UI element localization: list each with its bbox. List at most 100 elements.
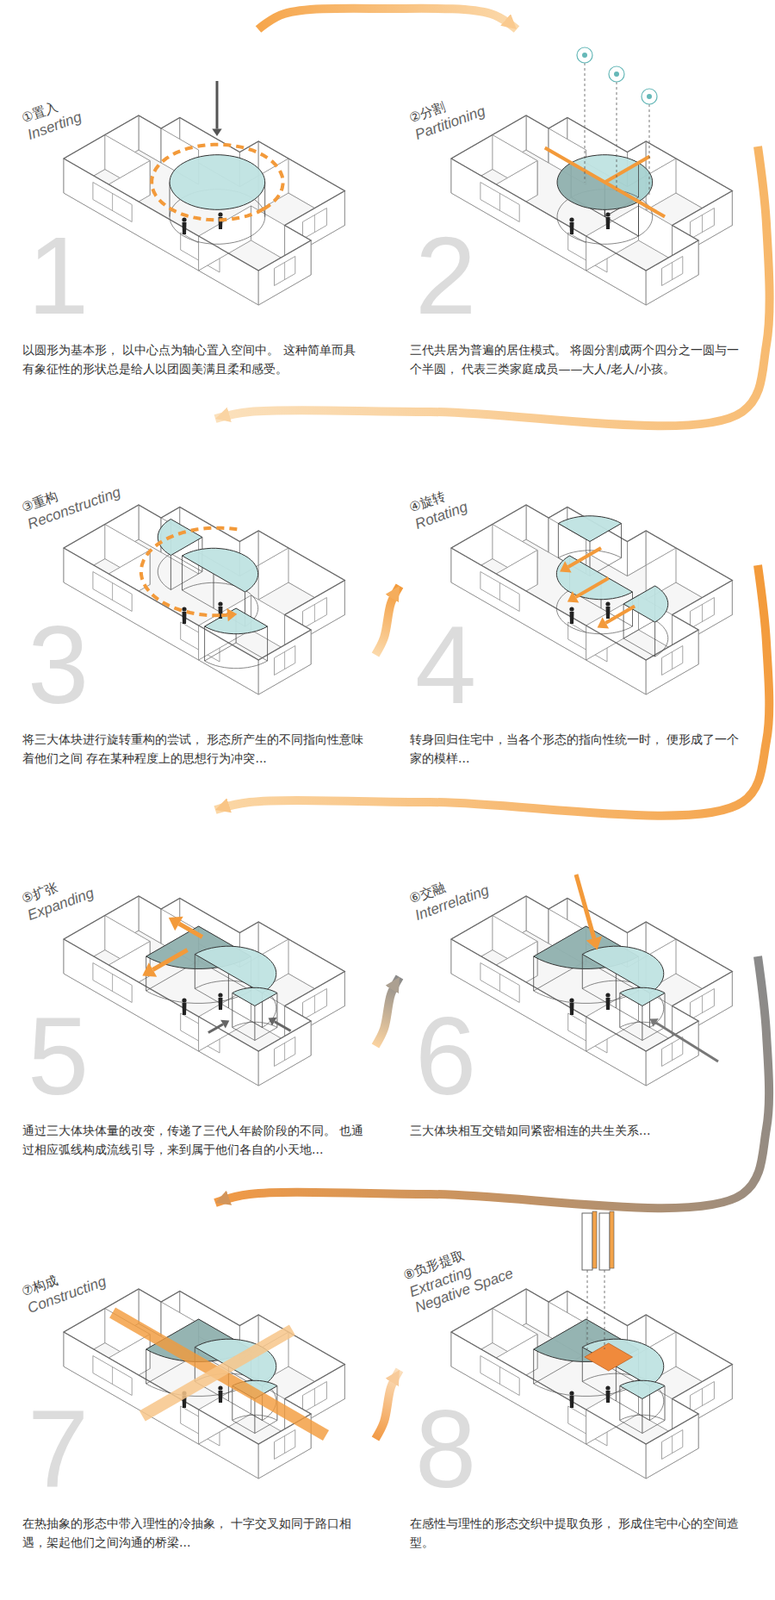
volume-edge <box>228 973 230 1008</box>
extracted-volume <box>599 1212 610 1270</box>
volume-edge <box>145 1348 147 1383</box>
extracted-volume-side <box>592 1210 597 1268</box>
shrink-arrow-head <box>220 1019 230 1029</box>
negative-space <box>584 1342 633 1371</box>
wall <box>258 1020 311 1085</box>
leader-dashed <box>649 104 651 198</box>
insert-arrow-head <box>211 129 222 137</box>
wall <box>627 530 647 577</box>
window <box>662 1429 683 1459</box>
person-figure <box>606 217 611 230</box>
person-figure <box>181 997 186 1002</box>
step-number: 6 <box>415 1000 477 1111</box>
step-caption: 通过三大体块体量的改变，传递了三代人年龄阶段的不同。 也通过相应弧线构成流线引导… <box>22 1121 366 1159</box>
volume-edge <box>231 992 233 1028</box>
person-figure <box>217 992 223 997</box>
window-mullion <box>499 582 501 601</box>
wall <box>645 240 699 305</box>
person-figure <box>218 1389 224 1402</box>
volume-top <box>157 519 203 556</box>
leader-dashed <box>584 62 586 183</box>
wall <box>451 547 646 695</box>
wall <box>645 1020 699 1085</box>
volume-top <box>204 607 268 634</box>
volume-edge <box>264 182 266 217</box>
direction-arrow <box>576 577 609 597</box>
step-number: 1 <box>27 220 89 331</box>
volume-edge <box>623 603 625 639</box>
window-mullion <box>111 193 113 211</box>
flow-ribbon <box>375 1369 400 1439</box>
step-caption: 三代共居为普遍的居住模式。 将圆分割成两个四分之一圆与一个半圆， 代表三类家庭成… <box>409 341 748 379</box>
step-panel: ③重构Reconstructing3将三大体块进行旋转重构的尝试， 形态所产生的… <box>12 418 376 794</box>
volume-edge <box>664 992 666 1028</box>
flow-ribbon <box>375 585 400 655</box>
volume-top <box>582 945 664 992</box>
person-figure <box>569 997 574 1002</box>
flow-ribbon <box>258 8 517 30</box>
volume-top <box>182 547 259 592</box>
step-title-en: Extracting Negative Space <box>407 1242 533 1316</box>
member-icon <box>641 88 658 105</box>
wall-top <box>63 895 345 1051</box>
step-heading: ③重构Reconstructing <box>19 458 145 533</box>
person-figure <box>181 606 186 611</box>
member-icon-dot <box>582 52 588 58</box>
volume-edge <box>169 182 171 217</box>
volume-edge <box>213 573 215 608</box>
person-figure <box>569 217 574 222</box>
person-figure <box>605 1384 610 1389</box>
merge-arrow <box>576 874 595 938</box>
expand-arrow-head <box>142 961 157 977</box>
window-mullion <box>314 215 316 233</box>
panel-illustration <box>451 47 732 305</box>
wall <box>258 547 289 600</box>
wall <box>198 205 252 271</box>
volume-edge <box>533 955 534 991</box>
volume-edge <box>654 621 656 657</box>
panel-illustration <box>451 874 732 1085</box>
step-heading: ④旋转Rotating <box>407 458 533 533</box>
person-figure <box>606 606 611 619</box>
volume-edge <box>638 162 639 198</box>
step-heading: ⑧负形提取Extracting Negative Space <box>401 1227 533 1316</box>
person-figure <box>570 1002 575 1015</box>
person-figure <box>606 1389 611 1402</box>
window <box>662 645 683 676</box>
volume-edge <box>641 1005 643 1041</box>
window-mullion <box>499 193 501 211</box>
window-mullion <box>284 1435 286 1453</box>
window <box>480 182 520 223</box>
volume-top <box>620 986 665 1005</box>
window <box>274 1036 296 1067</box>
window-mullion <box>701 1388 703 1406</box>
person-figure <box>217 1384 223 1389</box>
volume-edge <box>582 1346 583 1382</box>
window-mullion <box>701 995 703 1013</box>
volume-base <box>204 642 268 669</box>
step-caption: 以圆形为基本形， 以中心点为轴心置入空间中。 这种简单而具有象征性的形状总是给人… <box>22 341 366 379</box>
window <box>480 1355 520 1395</box>
step-caption: 转身回归住宅中，当各个形态的指向性统一时， 便形成了一个家的模样... <box>409 730 748 768</box>
step-number: 7 <box>27 1393 89 1504</box>
wall-top <box>451 115 732 271</box>
volume-edge <box>615 1365 617 1401</box>
person-figure <box>182 222 187 235</box>
wall <box>258 629 311 695</box>
volume-edge <box>194 954 196 989</box>
person-figure <box>217 601 223 606</box>
merge-arrow-head <box>586 935 602 949</box>
step-panel: ④旋转Rotating4转身回归住宅中，当各个形态的指向性统一时， 便形成了一个… <box>399 418 758 794</box>
person-figure <box>606 997 611 1010</box>
member-icon-dot <box>646 93 652 100</box>
window <box>274 1429 296 1459</box>
step-panel: ⑦构成Constructing7在热抽象的形态中带入理性的冷抽象， 十字交叉如同… <box>12 1202 376 1578</box>
member-icon <box>576 47 593 63</box>
rotation-arrow-head <box>226 607 237 621</box>
direction-arrow-head <box>597 616 610 628</box>
panel-illustration <box>63 504 345 695</box>
window-mullion <box>314 604 316 622</box>
step-heading: ⑤扩张Expanding <box>19 849 145 924</box>
step-caption: 将三大体块进行旋转重构的尝试， 形态所产生的不同指向性意味着他们之间 存在某种程… <box>22 730 366 768</box>
volume-top <box>169 155 266 211</box>
